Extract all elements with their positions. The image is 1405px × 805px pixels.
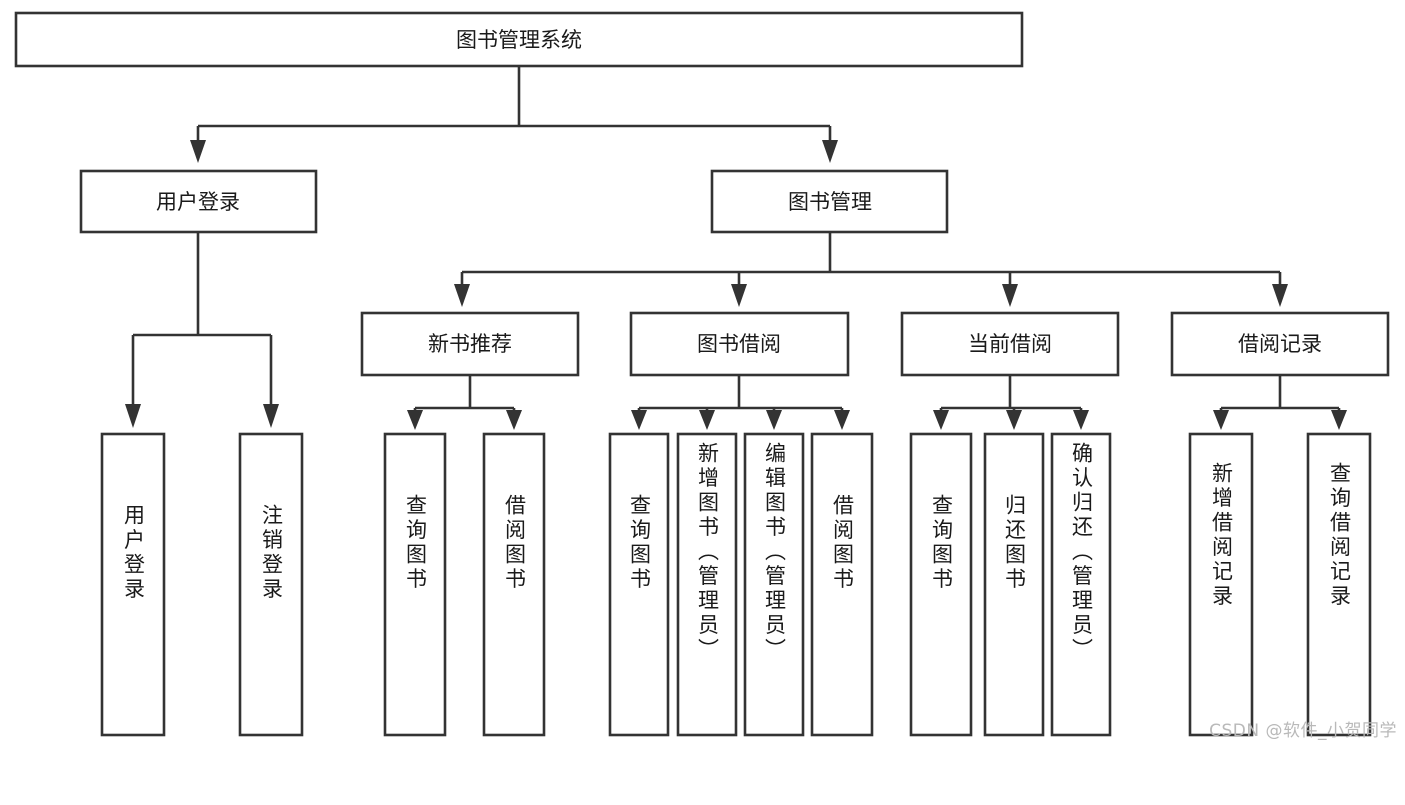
connector-group-book-borrow [631, 375, 850, 430]
node-book-manage-box[interactable] [710, 169, 949, 234]
arrow-head-book-borrow [731, 284, 747, 307]
flowchart-canvas: 图书管理系统 用户登录 图书管理 新书推荐 图书借阅 当前借阅 借阅记录 [14, 11, 1397, 741]
node-leaf-query-book-2-box[interactable] [608, 432, 670, 737]
node-leaf-query-record-box[interactable] [1306, 432, 1372, 737]
flowchart-svg: 图书管理系统 用户登录 图书管理 新书推荐 图书借阅 当前借阅 借阅记录 [14, 11, 1390, 737]
connector-group-book-manage [454, 232, 1288, 307]
node-leaf-user-login-box[interactable] [100, 432, 166, 737]
arrow-head-leaf-query-book-1 [407, 410, 423, 430]
node-leaf-return-book-box[interactable] [983, 432, 1045, 737]
arrow-head-borrow-record [1272, 284, 1288, 307]
node-book-borrow-label: 图书借阅 [697, 332, 781, 356]
connector-group-current-borrow [933, 375, 1089, 430]
arrow-head-leaf-query-record [1331, 410, 1347, 430]
arrow-head-leaf-add-record [1213, 410, 1229, 430]
connector-group-user-login [125, 232, 279, 428]
connector-group-new-book-recommend [407, 375, 522, 430]
arrow-head-leaf-add-book [699, 410, 715, 430]
arrow-head-current-borrow [1002, 284, 1018, 307]
arrow-head-leaf-confirm-return [1073, 410, 1089, 430]
node-borrow-record-label: 借阅记录 [1238, 332, 1322, 356]
node-book-manage-label: 图书管理 [788, 190, 872, 214]
node-new-book-recommend-box[interactable] [360, 311, 580, 377]
node-current-borrow-label: 当前借阅 [968, 332, 1052, 356]
node-leaf-borrow-book-2-box[interactable] [810, 432, 874, 737]
arrow-head-book-manage [822, 140, 838, 163]
node-leaf-query-book-1-box[interactable] [383, 432, 447, 737]
arrow-head-leaf-return-book [1006, 410, 1022, 430]
connector-group-borrow-record [1213, 375, 1347, 430]
node-new-book-recommend[interactable]: 新书推荐 [360, 311, 580, 377]
node-book-manage[interactable]: 图书管理 [710, 169, 949, 234]
arrow-head-leaf-query-book-3 [933, 410, 949, 430]
node-current-borrow-box[interactable] [900, 311, 1120, 377]
node-leaf-logout-box[interactable] [238, 432, 304, 737]
node-leaf-edit-book-box[interactable] [743, 432, 805, 737]
arrow-head-new-book-recommend [454, 284, 470, 307]
node-new-book-recommend-label: 新书推荐 [428, 332, 512, 356]
node-root-box[interactable] [14, 11, 1024, 68]
leaf-boxes [100, 432, 1372, 737]
node-root[interactable]: 图书管理系统 [14, 11, 1024, 68]
node-user-login[interactable]: 用户登录 [79, 169, 318, 234]
node-leaf-add-record-box[interactable] [1188, 432, 1254, 737]
node-leaf-confirm-return-box[interactable] [1050, 432, 1112, 737]
node-borrow-record-box[interactable] [1170, 311, 1390, 377]
node-leaf-borrow-book-1-box[interactable] [482, 432, 546, 737]
arrow-head-leaf-borrow-book-2 [834, 410, 850, 430]
connector-group-root [190, 66, 838, 163]
csdn-watermark: CSDN @软件_小贺同学 [1209, 721, 1397, 741]
arrow-head-leaf-query-book-2 [631, 410, 647, 430]
node-leaf-add-book-box[interactable] [676, 432, 738, 737]
node-current-borrow[interactable]: 当前借阅 [900, 311, 1120, 377]
arrow-head-user-login [190, 140, 206, 163]
arrow-head-leaf-borrow-book-1 [506, 410, 522, 430]
node-user-login-box[interactable] [79, 169, 318, 234]
node-leaf-query-book-3-box[interactable] [909, 432, 973, 737]
node-root-label: 图书管理系统 [456, 28, 582, 52]
node-book-borrow[interactable]: 图书借阅 [629, 311, 850, 377]
node-borrow-record[interactable]: 借阅记录 [1170, 311, 1390, 377]
arrow-head-leaf-edit-book [766, 410, 782, 430]
node-user-login-label: 用户登录 [156, 190, 240, 214]
node-book-borrow-box[interactable] [629, 311, 850, 377]
arrow-head-leaf-logout [263, 404, 279, 428]
arrow-head-leaf-user-login [125, 404, 141, 428]
